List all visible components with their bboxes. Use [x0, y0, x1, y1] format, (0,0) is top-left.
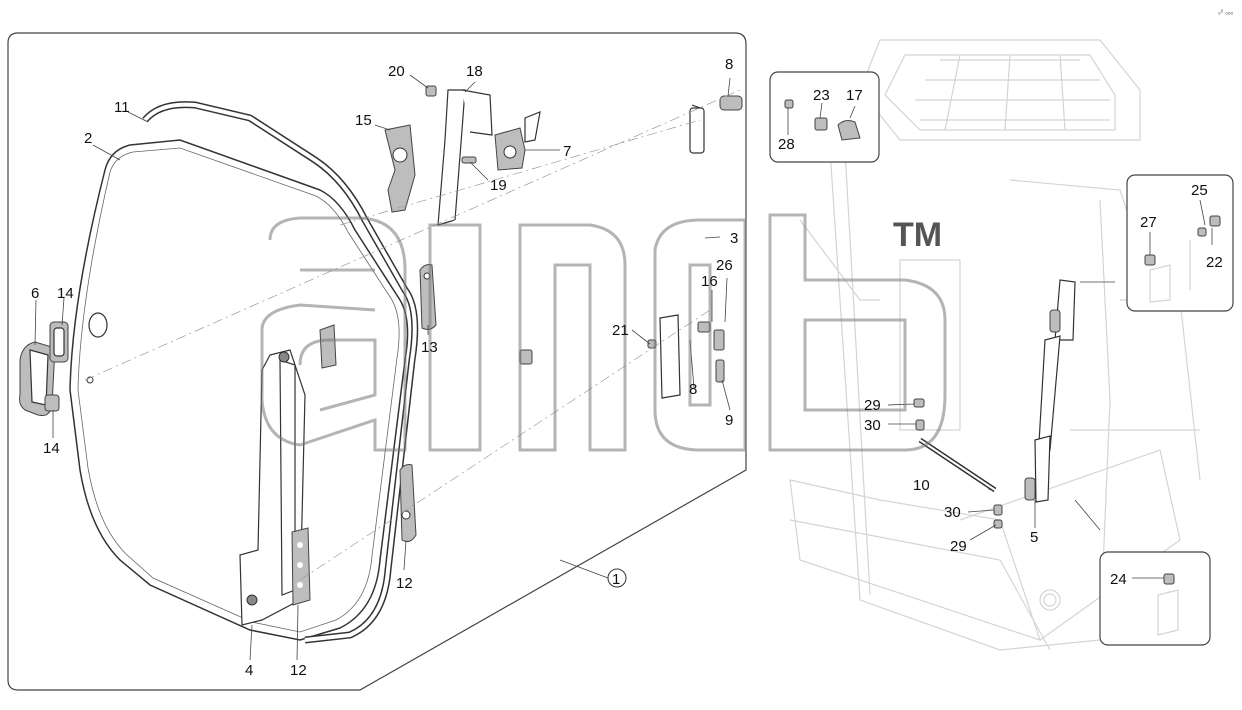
callout-label: 3	[730, 230, 738, 247]
callout-label: 23	[813, 87, 830, 104]
callout-label: 25	[1191, 182, 1208, 199]
callout-label: 14	[57, 285, 74, 302]
detail-box-bottom	[1099, 551, 1211, 646]
hinge-plate-part	[291, 264, 437, 606]
callout-label: 8	[689, 381, 697, 398]
gas-strut-part	[913, 398, 1003, 529]
callout-label: 26	[716, 257, 733, 274]
corner-mark: ₒᵒ ₒₒₒ	[1218, 9, 1234, 16]
callout-label: 9	[725, 412, 733, 429]
bolt-part	[425, 85, 743, 383]
callout-label: 8	[725, 56, 733, 73]
callout-label: 4	[245, 662, 253, 679]
callout-label: 19	[490, 177, 507, 194]
door-glass-part	[69, 139, 409, 641]
callout-label: 16	[701, 273, 718, 290]
callout-label: 24	[1110, 571, 1127, 588]
mount-bracket-part	[437, 89, 712, 407]
door-handle-part	[19, 321, 69, 416]
callout-label: 30	[944, 504, 961, 521]
callout-label: 13	[421, 339, 438, 356]
watermark-logo: TM	[260, 213, 947, 452]
right-hinge-part	[1024, 279, 1076, 503]
callout-label: 12	[396, 575, 413, 592]
callout-label: 30	[864, 417, 881, 434]
trademark-text: TM	[893, 216, 942, 254]
callout-labels: 1 2 3 4 5 6 7 8 8 9 10 11 12 12 13 14 14…	[31, 56, 1223, 679]
callout-label: 17	[846, 87, 863, 104]
callout-label: 29	[864, 397, 881, 414]
callout-label: 20	[388, 63, 405, 80]
bracket-part	[384, 124, 416, 213]
callout-label: 22	[1206, 254, 1223, 271]
circled-number-icon	[607, 568, 627, 588]
callout-label: 27	[1140, 214, 1157, 231]
callout-label: 15	[355, 112, 372, 129]
callout-label: 11	[114, 99, 130, 116]
callout-label: 14	[43, 440, 60, 457]
callout-label: 18	[466, 63, 483, 80]
assembly-boundary	[7, 32, 747, 691]
callout-label: 6	[31, 285, 39, 302]
callout-label: 1	[612, 571, 620, 588]
callout-label: 29	[950, 538, 967, 555]
callout-label: 12	[290, 662, 307, 679]
latch-part	[494, 111, 541, 171]
callout-label: 5	[1030, 529, 1038, 546]
leader-lines	[34, 74, 1213, 661]
callout-label: 21	[612, 322, 629, 339]
alignment-lines	[84, 89, 741, 581]
detail-box-right	[1126, 174, 1234, 312]
glass-hole	[88, 312, 108, 338]
hinge-part	[239, 349, 306, 626]
callout-label: 10	[913, 477, 930, 494]
callout-label: 2	[84, 130, 92, 147]
detail-box-top	[769, 71, 880, 163]
callout-label: 28	[778, 136, 795, 153]
callout-label: 7	[563, 143, 571, 160]
